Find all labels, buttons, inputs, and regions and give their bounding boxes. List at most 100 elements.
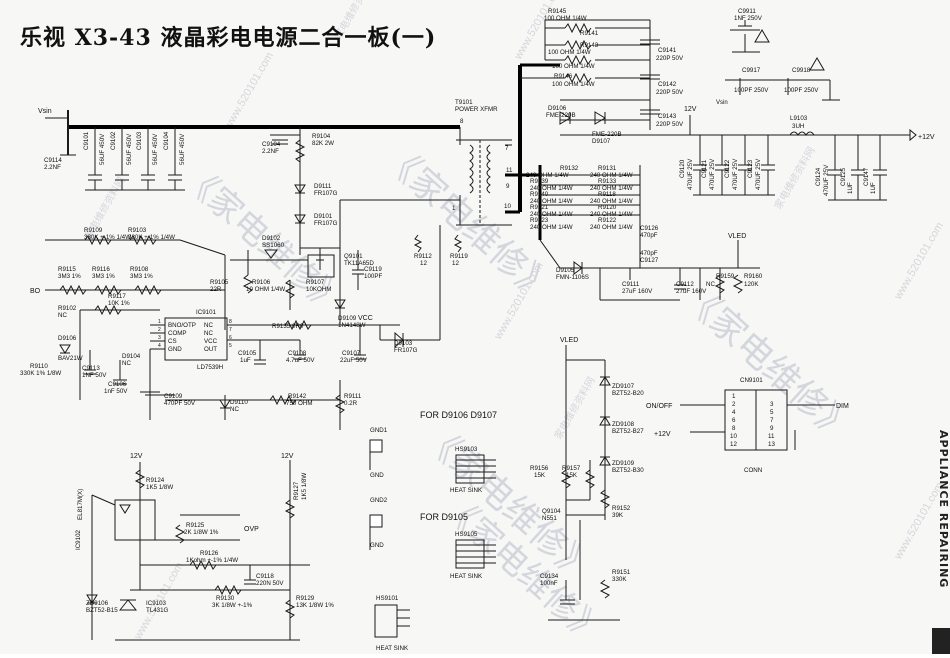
part-label: 100PF (364, 273, 382, 280)
part-label: N551 (542, 515, 557, 522)
part-label: 100 OHM 1/4W (544, 15, 587, 22)
part-label: TL431G (146, 607, 169, 614)
heatsinks (369, 440, 496, 638)
part-label: 27uF 160V (676, 288, 707, 295)
part-label: R9104 (312, 133, 331, 140)
note-for-d9106: FOR D9106 D9107 (420, 410, 497, 420)
part-label: CN9101 (740, 377, 763, 384)
part-label: 15K (534, 472, 546, 479)
conn-pin: 11 (768, 433, 775, 440)
part-label: 240 OHM 1/4W (530, 224, 573, 231)
part-label: FME-220B (546, 112, 576, 119)
primary-switch (230, 127, 460, 310)
part-label: D9109 (338, 315, 357, 322)
part-label: R9124 (146, 477, 165, 484)
part-label: R9143 (580, 42, 599, 49)
ic-pin: OUT (204, 346, 217, 353)
part-label: 240 OHM 1/4W (590, 198, 633, 205)
part-label: C9127 (640, 257, 659, 264)
part-label: C9101 (83, 131, 90, 150)
part-label: HS9101 (376, 595, 399, 602)
conn-pin: 4 (732, 409, 736, 416)
part-label: C9120 (679, 159, 686, 178)
part-label: Q9104 (542, 508, 561, 515)
t9101-pin: 7 (505, 145, 509, 152)
y-caps (725, 20, 840, 101)
part-label: TK11A65D (344, 260, 374, 267)
part-label: ZD9106 (86, 600, 109, 607)
side-tab (932, 628, 950, 654)
part-label: C9104 (262, 141, 281, 148)
transformer-t9101 (456, 127, 520, 226)
part-label: 100PF 250V (784, 87, 819, 94)
part-label: R9129 (296, 595, 315, 602)
part-label: C9917 (742, 67, 761, 74)
part-label: EL817M(X) (77, 489, 84, 520)
part-label: 470UF 25V (687, 158, 694, 190)
part-label: 220N 50V (256, 580, 284, 587)
part-label: D9103 (394, 340, 413, 347)
led-ovp (548, 345, 620, 621)
part-label: R9156 (530, 465, 549, 472)
watermark: 家电维修资料网 (771, 144, 817, 211)
part-label: R9139 (530, 178, 549, 185)
part-label: HEAT SINK (450, 487, 483, 494)
part-label: 240 OHM 1/4W (590, 211, 633, 218)
part-label: C9134 (540, 573, 559, 580)
part-label: CONN (744, 467, 762, 474)
part-label: 13K 1/8W 1% (296, 602, 334, 609)
ic-pin: BNO/OTP (168, 322, 196, 329)
ic-pin: GND (168, 346, 182, 353)
t9101-pin: 9 (506, 183, 510, 190)
part-label: 1Kohm +-1% 1/4W (186, 557, 238, 564)
part-label: C9105 (238, 350, 257, 357)
part-label: 470PF 50V (164, 400, 196, 407)
ic-pin: NC (204, 322, 213, 329)
part-label: 0R0 (292, 323, 304, 330)
part-label: BZT52-B30 (612, 467, 644, 474)
ic-pin-num: 1 (158, 319, 161, 325)
t9101-pin: 11 (506, 167, 513, 174)
part-label: R9135 (272, 323, 291, 330)
part-label: 240 OHM 1/4W (590, 172, 633, 179)
part-label: R9107 (306, 279, 325, 286)
part-label: R9140 (530, 191, 549, 198)
net-gnd1: GND1 (370, 427, 388, 434)
part-label: R9110 (30, 363, 48, 370)
conn-pin: 9 (770, 425, 774, 432)
part-label: 10K 1% (108, 300, 130, 307)
part-label: C9126 (640, 225, 659, 232)
net-12v: 12V (684, 106, 697, 113)
part-label: C9118 (256, 573, 274, 580)
part-label: C9124 (815, 167, 822, 186)
part-label: C9104 (163, 131, 170, 150)
resistor-bank (539, 165, 760, 301)
part-label: 330K +-1% 1/4W (84, 234, 131, 241)
part-label: BZT52-B27 (612, 428, 644, 435)
part-label: R9152 (612, 505, 631, 512)
part-label: R9127 (293, 481, 300, 500)
part-label: 1K5 1/8W (301, 473, 308, 500)
part-label: R9122 (598, 217, 617, 224)
part-label: 3M3 1% (92, 273, 115, 280)
conn-pin: 8 (732, 425, 736, 432)
controller-ic (140, 317, 300, 420)
part-label: C9107 (342, 350, 361, 357)
conn-pin: 1 (732, 393, 736, 400)
feedback-loop (86, 460, 310, 641)
part-label: FME-220B (592, 131, 622, 138)
part-label: C9123 (747, 159, 754, 178)
part-label: R9118 (598, 191, 616, 198)
part-label: D9107 (592, 138, 611, 145)
net-vsin-b: Vsin (716, 100, 728, 106)
rail-12v (560, 115, 917, 201)
part-label: 56UF 450V (99, 133, 106, 165)
part-label: 1nF 50V (104, 388, 128, 395)
part-label: D9106 (548, 105, 567, 112)
part-label: R9102 (58, 305, 77, 312)
output-snubber (520, 19, 660, 130)
part-label: 470UF 25V (709, 158, 716, 190)
part-label: C9142 (658, 81, 677, 88)
part-label: R9145 (548, 8, 567, 15)
